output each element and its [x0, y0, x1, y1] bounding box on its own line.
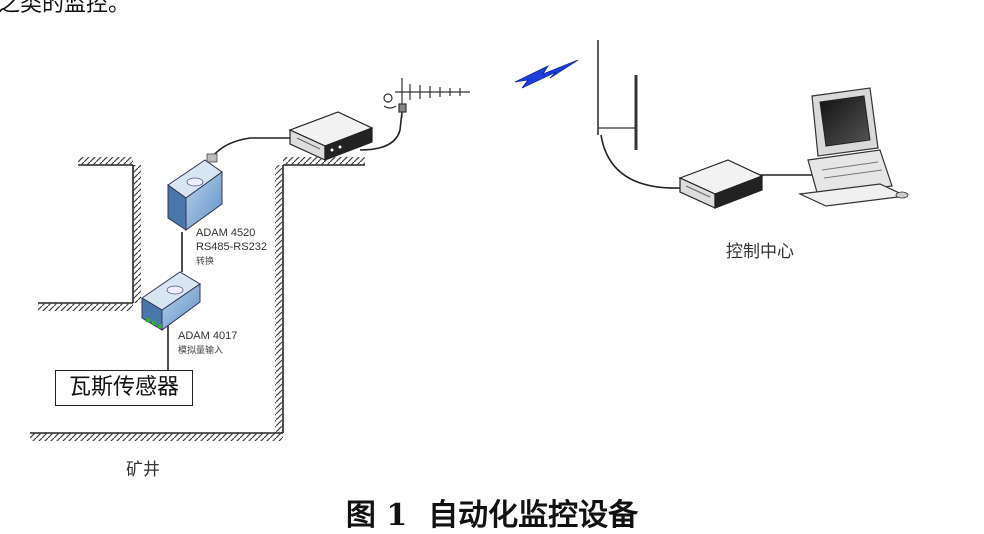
adam4520-function-label: 转换	[196, 257, 215, 267]
wireless-signal-icon	[514, 59, 579, 89]
adam-4520-module	[167, 153, 223, 231]
mine-ground	[30, 157, 365, 441]
control-center-label: 控制中心	[726, 242, 794, 262]
adam4520-protocol-label: RS485-RS232	[196, 241, 267, 253]
yagi-antenna	[383, 78, 470, 118]
mine-shaft-label: 矿井	[126, 460, 160, 480]
adam4520-label: ADAM 4520	[196, 227, 256, 239]
computer-icon	[797, 87, 909, 207]
control-radio-modem	[678, 159, 764, 209]
gas-sensor-box: 瓦斯传感器	[55, 370, 193, 406]
adam-4017-module	[141, 271, 201, 331]
adam4017-label: ADAM 4017	[178, 330, 238, 342]
top-text-fragment: 之类的监控。	[0, 0, 131, 17]
receiver-antenna	[597, 40, 638, 150]
adam4017-function-label: 模拟量输入	[178, 346, 224, 356]
mine-radio-modem	[288, 111, 374, 161]
figure-caption: 图 1 自动化监控设备	[345, 498, 639, 533]
